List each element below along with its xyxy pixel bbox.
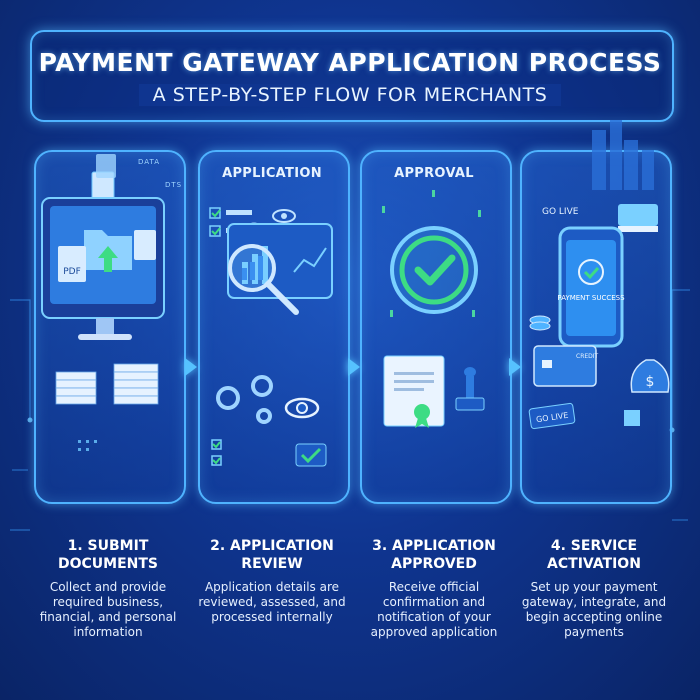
step-3-title: 3. APPLICATION APPROVED [372, 538, 496, 572]
step-2-title: 2. APPLICATION REVIEW [210, 538, 334, 572]
step-2-description: Application details are reviewed, assess… [198, 580, 346, 624]
svg-text:GO LIVE: GO LIVE [536, 411, 569, 424]
step-1-description: Collect and provide required business, f… [39, 580, 177, 639]
activation-illustration: GO LIVE PAYMENT SUCCESS CREDIT $ GO LIVE [528, 120, 670, 430]
step-4-title: 4. SERVICE ACTIVATION [547, 538, 641, 572]
svg-text:$: $ [646, 374, 655, 390]
review-illustration [209, 207, 333, 467]
svg-text:GO LIVE: GO LIVE [542, 207, 579, 217]
data-doc-label: DATA [138, 158, 161, 166]
arrow-right-icon [185, 358, 197, 376]
approval-illustration [382, 190, 485, 428]
page-subtitle: A STEP-BY-STEP FLOW FOR MERCHANTS [138, 84, 562, 106]
step-1-title: 1. SUBMIT DOCUMENTS [57, 538, 158, 572]
step-3-description: Receive official confirmation and notifi… [370, 580, 498, 639]
computer-documents-illustration: PDF [41, 154, 165, 451]
step-4-description: Set up your payment gateway, integrate, … [521, 580, 667, 639]
svg-text:CREDIT: CREDIT [576, 353, 599, 360]
title-banner [30, 30, 674, 122]
svg-text:PAYMENT SUCCESS: PAYMENT SUCCESS [557, 294, 625, 302]
dts-doc-label: DTS [165, 181, 183, 189]
panel-application-approved [360, 150, 512, 504]
svg-text:PDF: PDF [63, 267, 81, 277]
page-title: PAYMENT GATEWAY APPLICATION PROCESS [38, 48, 662, 77]
panel-label-application: APPLICATION [222, 166, 322, 181]
arrow-right-icon [509, 358, 521, 376]
panel-label-approval: APPROVAL [394, 166, 474, 181]
arrow-right-icon [348, 358, 360, 376]
